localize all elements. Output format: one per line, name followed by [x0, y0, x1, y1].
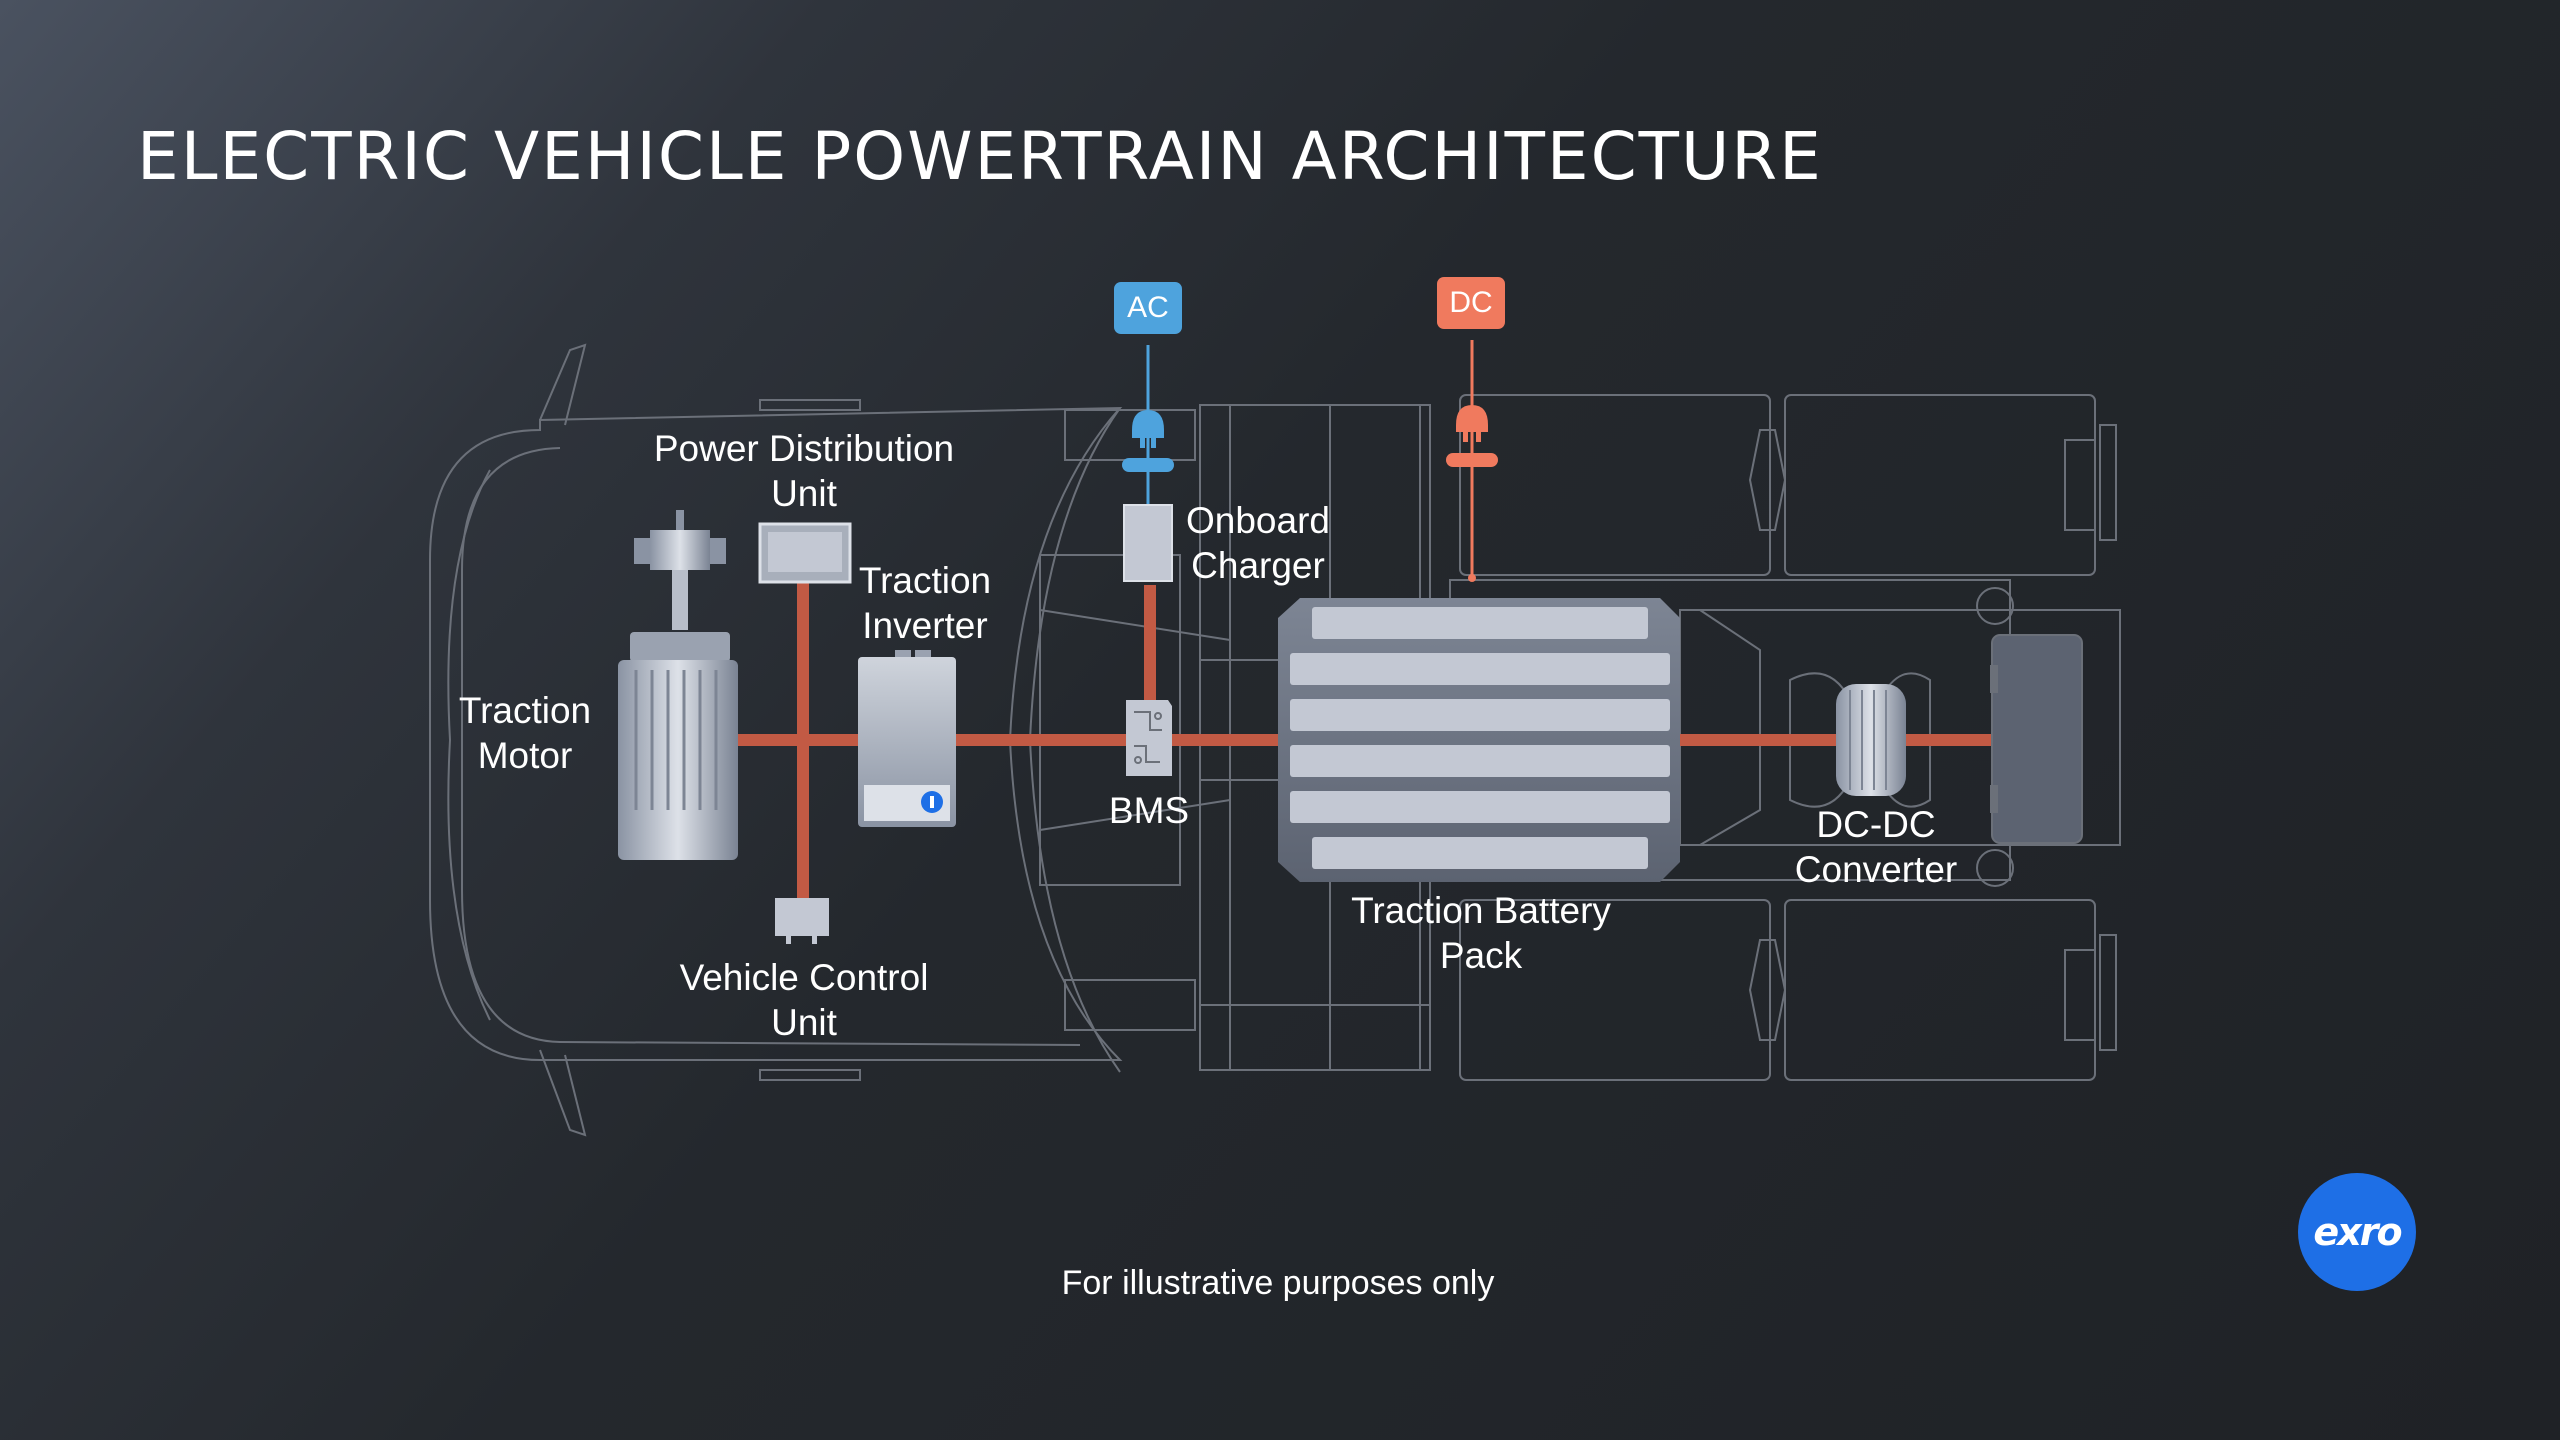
ac-charge-line: [1122, 345, 1174, 505]
ac-plug-icon: [1132, 410, 1164, 438]
exro-logo-icon[interactable]: exro: [2298, 1173, 2416, 1291]
dc-plug-icon: [1456, 405, 1488, 432]
rear-housing-icon: [1990, 634, 2083, 844]
vehicle-control-unit-icon: [775, 898, 829, 944]
label-onboard-charger: Onboard Charger: [1186, 500, 1330, 586]
ac-badge: AC: [1114, 282, 1182, 334]
label-vehicle-control-unit: Vehicle Control Unit: [679, 957, 929, 1043]
traction-inverter-icon: [858, 650, 956, 827]
power-distribution-unit-icon: [758, 522, 852, 584]
onboard-charger-icon: [1123, 504, 1173, 582]
label-traction-battery-pack: Traction Battery Pack: [1351, 890, 1611, 976]
footnote: For illustrative purposes only: [1061, 1264, 1495, 1302]
dc-badge: DC: [1437, 277, 1505, 329]
ac-socket-icon: [1122, 458, 1174, 472]
traction-battery-pack-icon: [1278, 598, 1680, 882]
dc-dc-converter-icon: [1836, 684, 1906, 796]
page-title: ELECTRIC VEHICLE POWERTRAIN ARCHITECTURE: [137, 118, 1823, 195]
label-traction-inverter: Traction Inverter: [858, 560, 992, 646]
label-power-distribution-unit: Power Distribution Unit: [653, 428, 955, 514]
logo-text: exro: [2313, 1210, 2402, 1254]
label-traction-motor: Traction Motor: [458, 690, 592, 776]
traction-motor-icon: [618, 510, 738, 860]
dc-charge-line: [1446, 340, 1498, 582]
label-dc-dc-converter: DC-DC Converter: [1794, 804, 1958, 890]
bms-icon: [1126, 700, 1172, 776]
dc-socket-icon: [1446, 453, 1498, 467]
label-bms: BMS: [1108, 790, 1190, 831]
